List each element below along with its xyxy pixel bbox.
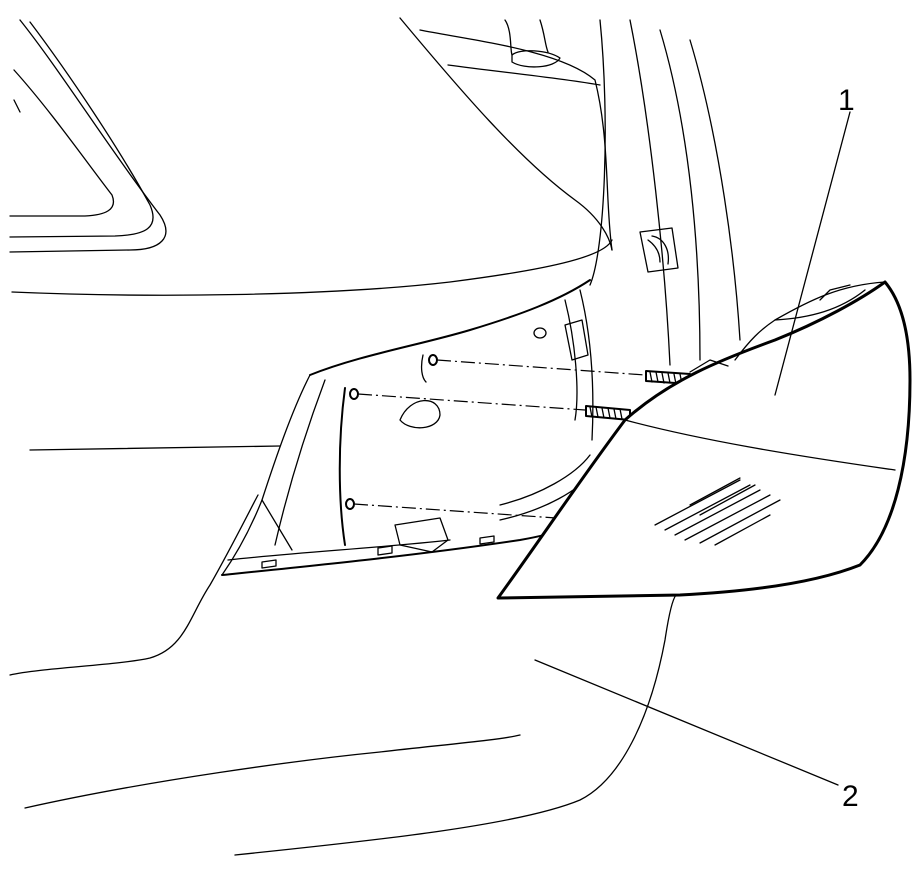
callout-label-1: 1 <box>838 84 855 117</box>
callout-leaders <box>534 111 851 786</box>
tail-lamp-assembly <box>496 280 912 600</box>
callout-label-2: 2 <box>842 780 859 813</box>
lamp-cavity <box>221 279 596 576</box>
body-feature-lines <box>9 239 613 676</box>
d-pillar-trim <box>504 19 741 366</box>
bumper-lines <box>24 594 677 856</box>
latch-striker <box>639 227 679 273</box>
liftgate-opening <box>399 17 613 251</box>
quarter-window <box>9 19 167 253</box>
